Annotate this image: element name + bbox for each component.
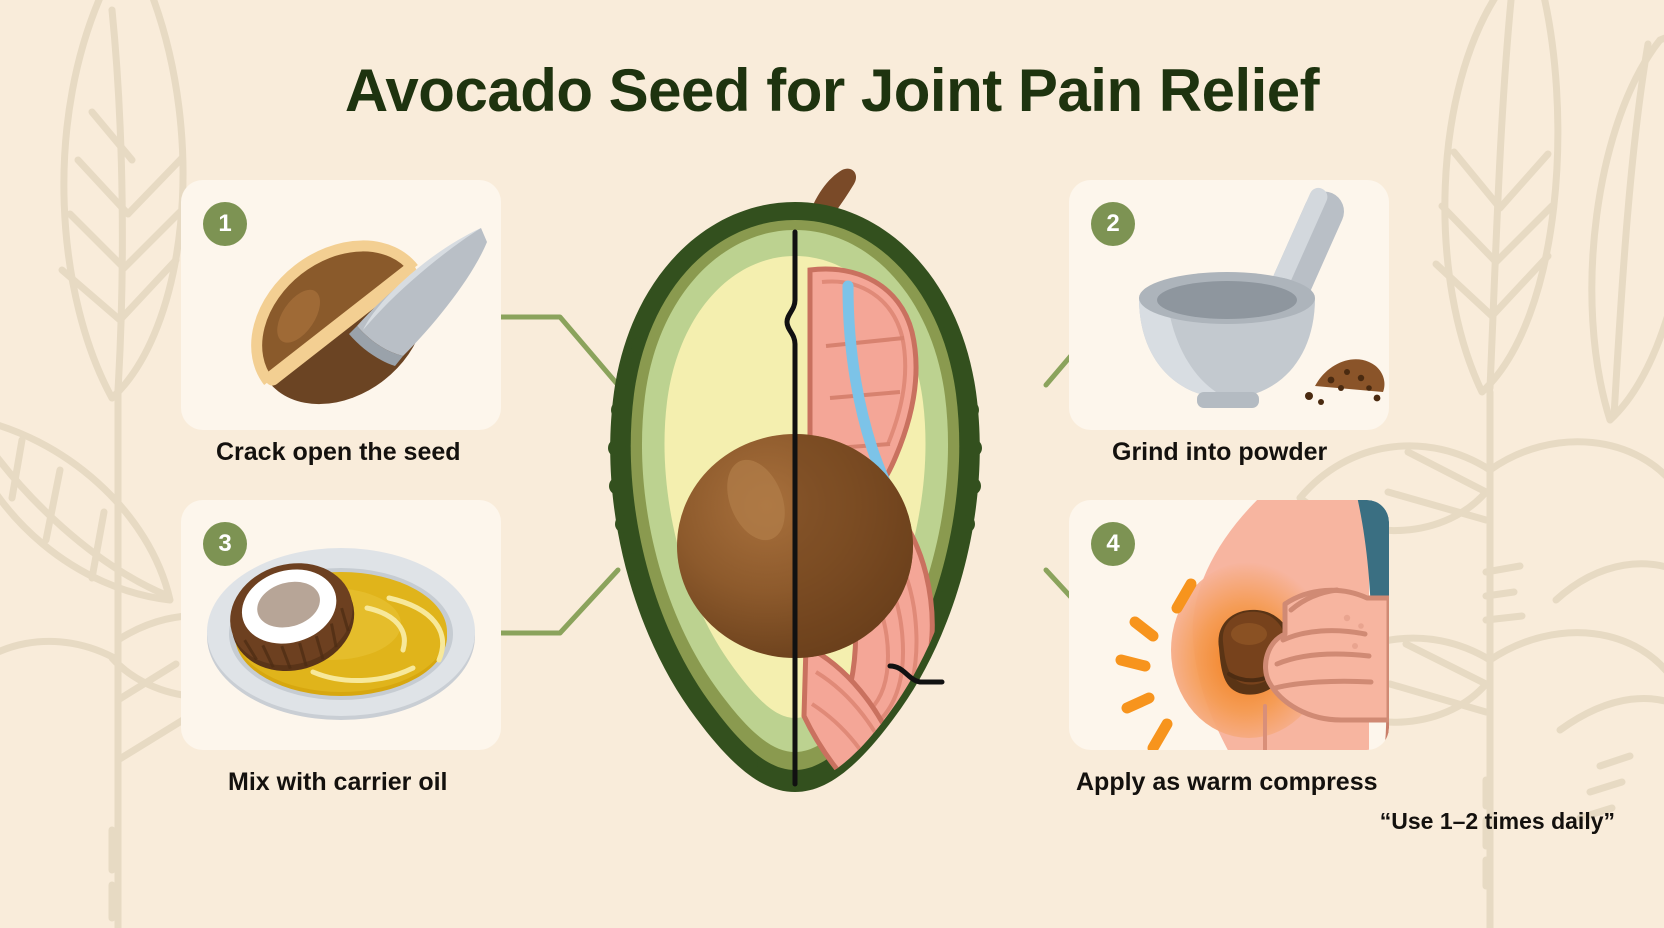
step-caption-4: Apply as warm compress — [1076, 768, 1378, 796]
avocado-cross-section-anatomy — [608, 168, 982, 792]
step-card-1[interactable]: 1 — [181, 180, 501, 430]
step-caption-1: Crack open the seed — [216, 438, 461, 466]
step-caption-3: Mix with carrier oil — [228, 768, 448, 796]
step-badge-3: 3 — [203, 522, 247, 566]
step-badge-1: 1 — [203, 202, 247, 246]
page-title: Avocado Seed for Joint Pain Relief — [344, 57, 1320, 124]
hand-knee-compress-icon — [1115, 500, 1389, 750]
step-badge-2: 2 — [1091, 202, 1135, 246]
step-card-3[interactable]: 3 — [181, 500, 501, 750]
usage-footnote: “Use 1–2 times daily” — [1379, 808, 1615, 834]
step-badge-4: 4 — [1091, 522, 1135, 566]
step-card-4[interactable]: 4 — [1069, 500, 1389, 750]
mortar-pestle-icon — [1139, 187, 1385, 408]
avocado-pit-highlight — [727, 459, 785, 541]
step-card-2[interactable]: 2 — [1069, 180, 1389, 430]
anatomy-pointer-line — [887, 663, 945, 685]
step-caption-2: Grind into powder — [1112, 438, 1328, 466]
coconut-oil-bowl-icon — [207, 548, 475, 720]
anatomy-split-line — [784, 229, 798, 787]
avocado-seed-knife-icon — [251, 228, 487, 405]
